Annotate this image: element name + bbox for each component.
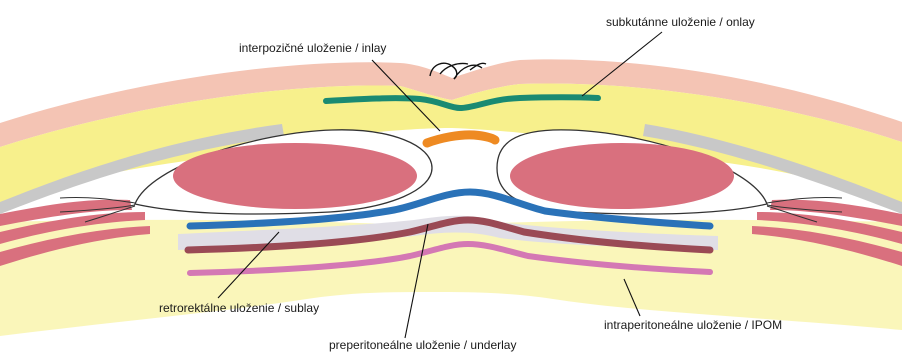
label-ipom: intraperitoneálne uloženie / IPOM	[604, 318, 782, 332]
label-underlay: preperitoneálne uloženie / underlay	[329, 338, 516, 352]
label-sublay: retrorektálne uloženie / sublay	[159, 301, 319, 315]
label-inlay: interpozičné uloženie / inlay	[239, 41, 386, 55]
right-rectus-muscle	[510, 143, 734, 209]
left-rectus-muscle	[173, 143, 417, 209]
label-onlay: subkutánne uloženie / onlay	[606, 15, 755, 29]
inlay-mesh	[427, 135, 495, 143]
